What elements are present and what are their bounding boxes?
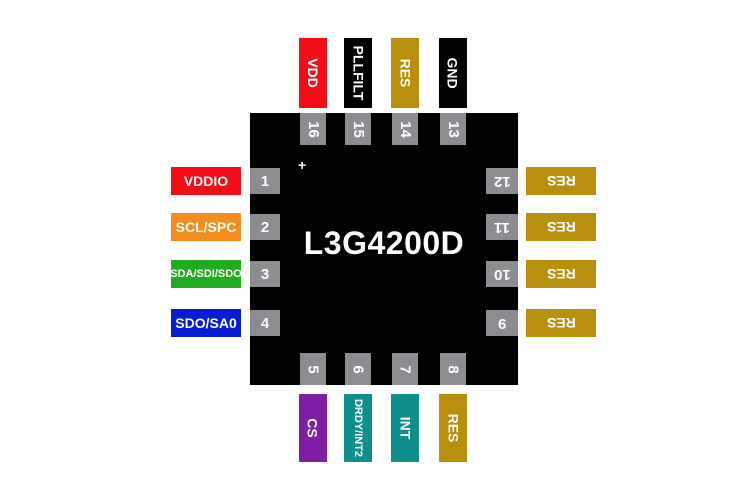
pin-8-label: RES [439, 394, 467, 462]
pin-15-label-text: PLLFILT [350, 45, 367, 101]
chip-name: L3G4200D [303, 225, 465, 261]
pin-16-label: VDD [299, 38, 327, 108]
pin-11-pad-text: 11 [494, 218, 510, 236]
pin-10-label: RES [526, 260, 596, 288]
pin-4-label-text: SDO/SA0 [175, 315, 237, 331]
pin-7-label: INT [391, 394, 419, 462]
pin-10-label-text: RES [546, 266, 576, 282]
pin-13-pad: 13 [440, 113, 466, 145]
chip-body: L3G4200D + [250, 113, 518, 385]
pin-15-label: PLLFILT [344, 38, 372, 108]
pin-3-label: SDA/SDI/SDO [170, 260, 242, 288]
pin-1-pad: 1 [250, 168, 280, 194]
pin-16-pad: 16 [300, 113, 326, 145]
pin-14-pad-text: 14 [396, 120, 414, 138]
pin-5-label-text: CS [304, 418, 321, 438]
pin-6-pad: 6 [345, 353, 371, 385]
pin-13-label: GND [439, 38, 467, 108]
pin-10-pad-text: 10 [493, 265, 511, 283]
pin-8-label-text: RES [445, 413, 462, 443]
pin-11-label: RES [526, 213, 596, 241]
pin-16-pad-text: 16 [304, 120, 322, 138]
pin-5-label: CS [299, 394, 327, 462]
pin-9-pad-text: 9 [497, 314, 507, 332]
pin-14-pad: 14 [392, 113, 418, 145]
pin-3-pad: 3 [250, 261, 280, 287]
pin-15-pad: 15 [345, 113, 371, 145]
pin-16-label-text: VDD [305, 58, 321, 88]
pin-6-pad-text: 6 [349, 364, 367, 374]
pin-14-label-text: RES [397, 58, 414, 88]
pin-9-label: RES [526, 309, 596, 337]
pin-2-label-text: SCL/SPC [175, 219, 237, 235]
pin-1-label: VDDIO [171, 167, 241, 195]
pin-2-label: SCL/SPC [171, 213, 241, 241]
pin-5-pad-text: 5 [304, 364, 322, 374]
pin-11-pad: 11 [486, 214, 518, 240]
pin-1-label-text: VDDIO [183, 173, 229, 189]
pin-7-label-text: INT [397, 416, 413, 440]
pin-8-pad: 8 [440, 353, 466, 385]
pin-4-pad: 4 [250, 310, 280, 336]
pin-6-label: DRDY/INT2 [344, 394, 372, 462]
pin-7-pad: 7 [392, 353, 418, 385]
pin-6-label-text: DRDY/INT2 [352, 398, 364, 458]
pin-9-label-text: RES [546, 315, 576, 331]
pin-12-pad: 12 [486, 168, 518, 194]
pin-3-pad-text: 3 [260, 265, 270, 283]
pin1-marker: + [298, 157, 307, 173]
pin-13-pad-text: 13 [444, 120, 462, 138]
pin-9-pad: 9 [486, 310, 518, 336]
pin-13-label-text: GND [445, 57, 461, 89]
pin-1-pad-text: 1 [260, 172, 270, 190]
pin-4-label: SDO/SA0 [171, 309, 241, 337]
pin-8-pad-text: 8 [444, 364, 462, 374]
pin-4-pad-text: 4 [260, 314, 270, 332]
pin-15-pad-text: 15 [349, 120, 367, 138]
pin-2-pad: 2 [250, 214, 280, 240]
pin-10-pad: 10 [486, 261, 518, 287]
pin-12-label-text: RES [546, 173, 576, 189]
pin-2-pad-text: 2 [260, 218, 270, 236]
pin-5-pad: 5 [300, 353, 326, 385]
pin-14-label: RES [391, 38, 419, 108]
pin-3-label-text: SDA/SDI/SDO [170, 268, 242, 280]
pin-11-label-text: RES [546, 219, 576, 235]
pin-7-pad-text: 7 [396, 364, 414, 374]
pin-12-pad-text: 12 [493, 172, 511, 190]
pin-12-label: RES [526, 167, 596, 195]
